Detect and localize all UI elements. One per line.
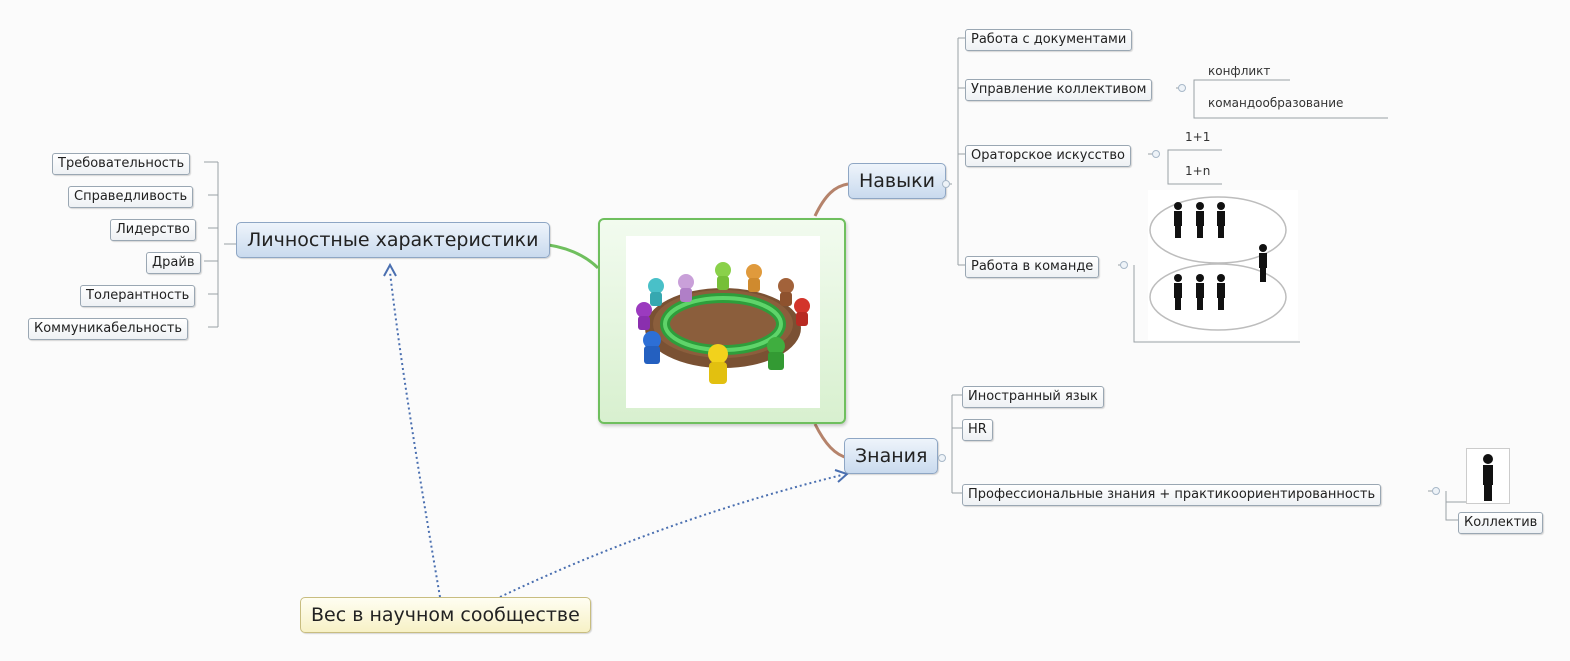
trait-item[interactable]: Требовательность (52, 153, 191, 175)
knowledge-collective[interactable]: Коллектив (1458, 512, 1544, 534)
trait-item[interactable]: Коммуникабельность (28, 318, 189, 340)
collapse-icon[interactable] (1120, 261, 1128, 269)
skill-oratory[interactable]: Ораторское искусство (965, 145, 1131, 167)
arrow-to-left (383, 262, 397, 277)
sub-one-plus-one[interactable]: 1+1 (1185, 130, 1211, 144)
skill-teamwork[interactable]: Работа в команде (965, 256, 1100, 278)
sub-one-plus-n[interactable]: 1+n (1185, 164, 1211, 178)
skill-documents[interactable]: Работа с документами (965, 29, 1133, 51)
trait-item[interactable]: Драйв (146, 252, 201, 274)
meeting-table-image (626, 236, 820, 408)
branch-to-skills (813, 182, 849, 217)
collapse-icon[interactable] (1178, 84, 1186, 92)
sub-team-building[interactable]: командообразование (1208, 96, 1344, 110)
collapse-icon[interactable] (938, 454, 946, 462)
collapse-icon[interactable] (942, 180, 950, 188)
topic-knowledge[interactable]: Знания (844, 438, 939, 474)
left-bracket (204, 161, 236, 328)
person-image (1466, 448, 1510, 504)
topic-skills[interactable]: Навыки (848, 163, 946, 199)
arrow-to-knowledge (834, 469, 849, 483)
central-topic[interactable] (598, 218, 846, 424)
skill-team-management[interactable]: Управление коллективом (965, 79, 1153, 101)
floating-topic-scientific-weight[interactable]: Вес в научном сообществе (300, 597, 591, 633)
dotted-relations (389, 271, 843, 598)
trait-item[interactable]: Справедливость (68, 186, 194, 208)
knowledge-hr[interactable]: HR (962, 419, 993, 441)
collapse-icon[interactable] (1152, 150, 1160, 158)
trait-item[interactable]: Лидерство (110, 219, 196, 241)
topic-personal-traits[interactable]: Личностные характеристики (236, 222, 550, 258)
collapse-icon[interactable] (1432, 487, 1440, 495)
knowledge-professional[interactable]: Профессиональные знания + практикоориент… (962, 484, 1382, 506)
sub-conflict[interactable]: конфликт (1208, 64, 1271, 78)
knowledge-language[interactable]: Иностранный язык (962, 386, 1104, 408)
team-groups-image (1148, 190, 1298, 340)
trait-item[interactable]: Толерантность (80, 285, 196, 307)
